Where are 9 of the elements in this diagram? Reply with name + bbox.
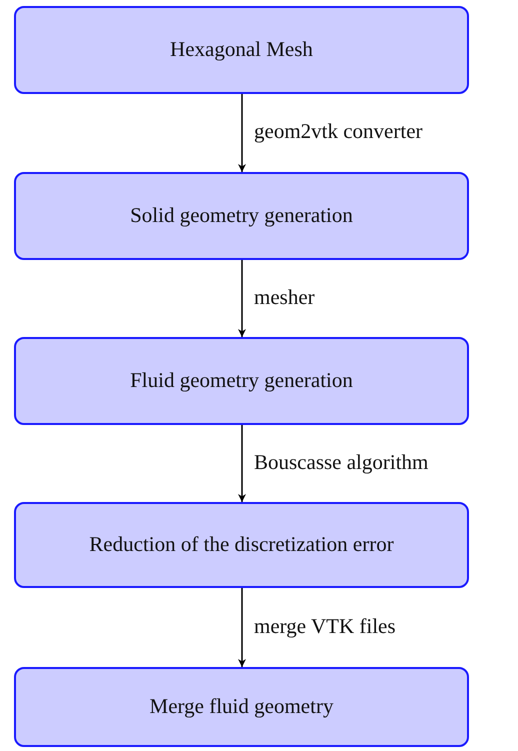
process-box: Fluid geometry generation (14, 337, 469, 425)
arrow (238, 94, 246, 172)
arrow (238, 260, 246, 337)
process-box: Hexagonal Mesh (14, 6, 469, 94)
process-box: Solid geometry generation (14, 172, 469, 260)
arrow (238, 425, 246, 502)
process-box: Merge fluid geometry (14, 667, 469, 747)
process-box: Reduction of the discretization error (14, 502, 469, 588)
arrow (238, 588, 246, 667)
